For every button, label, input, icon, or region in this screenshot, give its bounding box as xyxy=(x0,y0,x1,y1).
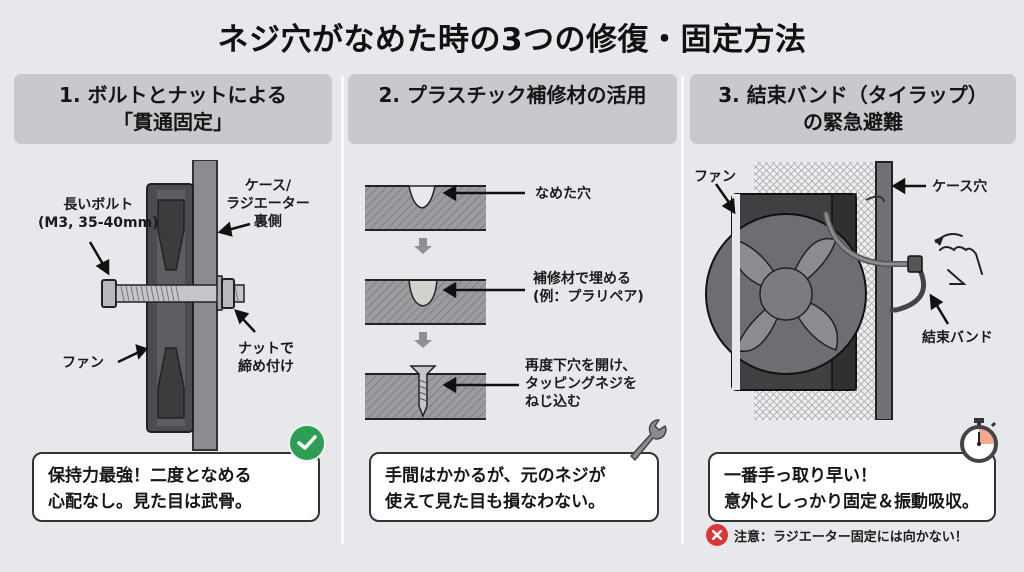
fan-label: ファン xyxy=(694,169,736,185)
zip-tie-label: 結束バンド xyxy=(922,330,993,346)
zip-tie-diagram xyxy=(705,161,983,420)
warning-text: 注意：ラジエーター固定には向かない！ xyxy=(734,529,968,545)
column-divider xyxy=(341,76,344,544)
check-circle-icon xyxy=(288,424,326,462)
method-title: 2. プラスチック補修材の活用 xyxy=(378,83,647,107)
method-subtitle: 「貫通固定」 xyxy=(113,110,233,134)
x-circle-icon xyxy=(706,524,728,546)
method-header: 2. プラスチック補修材の活用 xyxy=(348,74,677,144)
case-back-label: ケース/ ラジエーター 裏側 xyxy=(226,178,310,230)
method-note: 保持力最強！二度となめる 心配なし。見た目は武骨。 xyxy=(32,452,320,522)
warning-message: 注意：ラジエーター固定には向かない！ xyxy=(706,524,968,546)
method-title: 3. 結束バンド（タイラップ） xyxy=(718,83,988,107)
step-redrill-label: 再度下穴を開け、 タッピングネジを ねじ込む xyxy=(525,358,637,410)
method-note: 一番手っ取り早い！ 意外としっかり固定＆振動吸収。 xyxy=(708,452,996,522)
method-bolt-nut: 1. ボルトとナットによる 「貫通固定」 xyxy=(0,74,340,544)
method-plastic-repair: 2. プラスチック補修材の活用 xyxy=(345,74,681,544)
method-note: 手間はかかるが、元のネジが 使えて見た目も損なわない。 xyxy=(369,452,659,522)
step-fill-label: 補修材で埋める (例：プラリペア) xyxy=(533,271,644,305)
method-subtitle: の緊急避難 xyxy=(803,110,903,134)
nut-label: ナットで 締め付け xyxy=(238,341,294,375)
bolt-through-diagram xyxy=(88,160,256,451)
case-hole-label: ケース穴 xyxy=(932,179,988,195)
method-zip-tie: 3. 結束バンド（タイラップ） の緊急避難 xyxy=(686,74,1024,546)
method-header: 3. 結束バンド（タイラップ） の緊急避難 xyxy=(690,74,1016,144)
method-title: 1. ボルトとナットによる xyxy=(59,83,287,107)
bolt-label: 長いボルト (M3, 35-40mm) xyxy=(38,197,159,231)
stopwatch-icon xyxy=(960,418,998,463)
method-header: 1. ボルトとナットによる 「貫通固定」 xyxy=(14,74,332,144)
repair-steps-diagram xyxy=(365,184,525,420)
step-stripped-hole-label: なめた穴 xyxy=(535,186,591,202)
fan-label: ファン xyxy=(62,355,104,371)
page-title: ネジ穴がなめた時の3つの修復・固定方法 xyxy=(217,22,807,58)
wrench-icon xyxy=(630,419,667,461)
column-divider xyxy=(681,76,684,544)
